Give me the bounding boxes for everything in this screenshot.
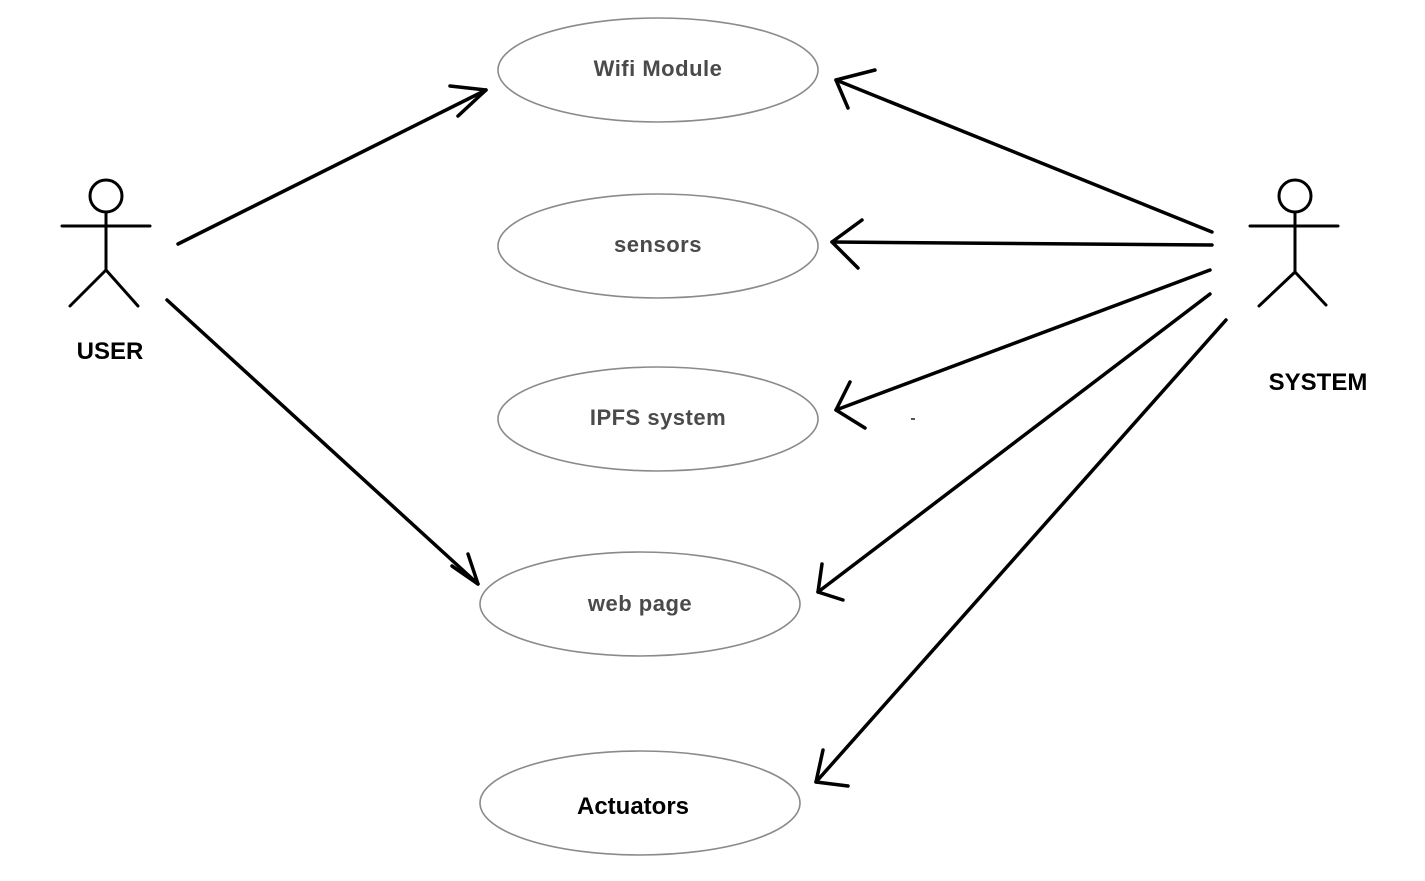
use-case-sensors-label: sensors [614, 232, 702, 257]
association-user-wifi-module [176, 84, 488, 246]
use-case-ipfs-system: IPFS system [497, 366, 819, 472]
system-actor: SYSTEM [1248, 178, 1368, 396]
use-case-wifi-module-label: Wifi Module [594, 56, 723, 81]
system-actor-label: SYSTEM [1269, 369, 1368, 396]
use-case-web-page: web page [479, 551, 801, 657]
use-case-actuators-label: Actuators [577, 793, 689, 820]
association-system-wifi-module [834, 68, 1214, 234]
user-actor: USER [60, 178, 152, 365]
association-user-web-page [165, 298, 480, 586]
association-system-actuators [814, 318, 1228, 788]
user-actor-label: USER [77, 338, 144, 365]
use-case-wifi-module: Wifi Module [497, 17, 819, 123]
use-case-ipfs-system-label: IPFS system [590, 405, 726, 430]
stick-figure-icon [1248, 178, 1340, 308]
use-case-actuators: Actuators [479, 750, 801, 856]
association-system-sensors [830, 218, 1214, 270]
stick-figure-icon [60, 178, 152, 308]
use-case-web-page-label: web page [587, 591, 692, 616]
association-system-web-page [816, 292, 1212, 602]
use-case-sensors: sensors [497, 193, 819, 299]
association-system-ipfs-system [834, 268, 1212, 430]
